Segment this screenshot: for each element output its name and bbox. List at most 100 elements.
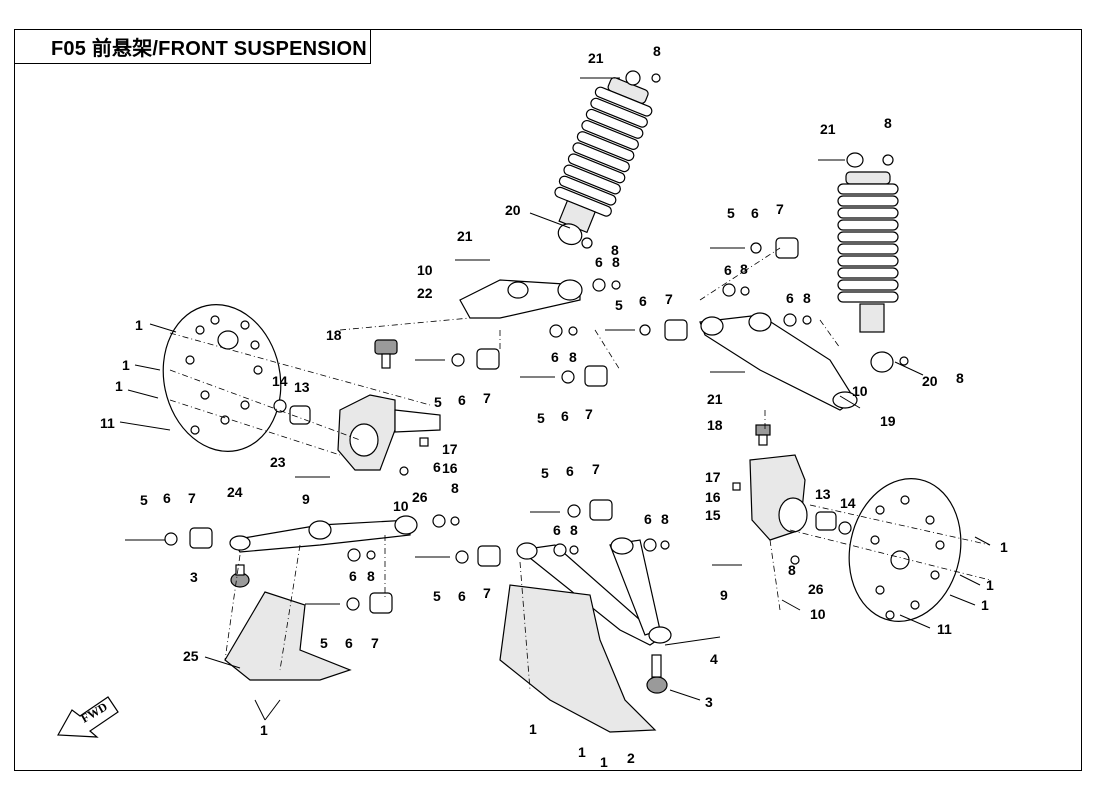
skid-guard-right [499,584,657,733]
callout-4: 4 [710,651,718,667]
callout-10: 10 [810,606,826,622]
callout-7: 7 [371,635,379,651]
brake-disc-left [162,304,282,452]
callout-8: 8 [611,242,619,258]
callout-6: 6 [639,293,647,309]
callout-6: 6 [553,522,561,538]
callout-7: 7 [483,585,491,601]
ball-joint-left [230,564,250,588]
callout-5: 5 [320,635,328,651]
callout-8: 8 [570,522,578,538]
callout-20: 20 [505,202,521,218]
callout-1: 1 [260,722,268,738]
callout-1: 1 [1000,539,1008,555]
callout-7: 7 [665,291,673,307]
callout-5: 5 [433,588,441,604]
fwd-arrow-icon: FWD [57,696,119,738]
callout-21: 21 [820,121,836,137]
callout-3: 3 [705,694,713,710]
callout-16: 16 [705,489,721,505]
callout-17: 17 [705,469,721,485]
drawing-frame [14,29,1082,771]
callout-8: 8 [661,511,669,527]
callout-9: 9 [302,491,310,507]
callout-14: 14 [272,373,288,389]
callout-11: 11 [937,621,952,637]
callout-7: 7 [483,390,491,406]
callout-5: 5 [434,394,442,410]
callout-13: 13 [815,486,831,502]
callout-8: 8 [653,43,661,59]
callout-14: 14 [840,495,856,511]
shock-absorber-center [554,77,653,246]
callout-7: 7 [188,490,196,506]
brake-disc-right [848,478,962,622]
callout-21: 21 [457,228,473,244]
callout-1: 1 [986,577,994,593]
callout-21: 21 [588,50,604,66]
title-box: F05 前悬架/FRONT SUSPENSION [14,29,371,64]
callout-1: 1 [135,317,143,333]
callout-26: 26 [412,489,428,505]
callout-3: 3 [190,569,198,585]
lower-a-arm-left [229,515,418,553]
callout-labels: 21 8 21 8 20 8 21 10 22 6 8 5 6 7 6 8 5 … [100,43,1008,770]
ball-joint-upper-left [374,339,398,369]
leader-lines [119,212,991,721]
callout-23: 23 [270,454,286,470]
callout-5: 5 [140,492,148,508]
callout-21: 21 [707,391,723,407]
callout-7: 7 [585,406,593,422]
callout-6: 6 [786,290,794,306]
callout-8: 8 [367,568,375,584]
callout-5: 5 [615,297,623,313]
callout-5: 5 [541,465,549,481]
callout-10: 10 [417,262,433,278]
callout-15: 15 [705,507,721,523]
callout-24: 24 [227,484,243,500]
callout-26: 26 [808,581,824,597]
callout-2: 2 [627,750,635,766]
callout-13: 13 [294,379,310,395]
assembly-lines [169,247,991,691]
callout-8: 8 [569,349,577,365]
fasteners [125,70,909,614]
callout-5: 5 [727,205,735,221]
steering-knuckle-right [749,454,808,541]
callout-17: 17 [442,441,458,457]
callout-18: 18 [326,327,342,343]
upper-a-arm-right [699,312,858,411]
callout-6: 6 [751,205,759,221]
shock-absorber-right [818,152,899,373]
callout-6: 6 [458,392,466,408]
callout-11: 11 [100,415,115,431]
callout-8: 8 [788,562,796,578]
callout-8: 8 [451,480,459,496]
callout-6: 6 [345,635,353,651]
callout-6: 6 [349,568,357,584]
callout-6: 6 [561,408,569,424]
callout-6: 6 [551,349,559,365]
callout-8: 8 [803,290,811,306]
callout-6: 6 [433,459,441,475]
lower-a-arm-right [516,537,672,646]
callout-8: 8 [740,261,748,277]
ball-joint-upper-right [755,424,771,446]
steering-knuckle-left [337,394,441,471]
upper-a-arm-left [459,279,583,319]
ball-joint-right [646,654,668,694]
callout-20: 20 [922,373,938,389]
callout-6: 6 [566,463,574,479]
callout-6: 6 [595,254,603,270]
callout-1: 1 [578,744,586,760]
callout-6: 6 [458,588,466,604]
callout-19: 19 [880,413,896,429]
page-title: F05 前悬架/FRONT SUSPENSION [51,38,367,60]
callout-6: 6 [724,262,732,278]
callout-7: 7 [776,201,784,217]
callout-10: 10 [393,498,409,514]
callout-18: 18 [707,417,723,433]
callout-8: 8 [884,115,892,131]
callout-8: 8 [612,254,620,270]
